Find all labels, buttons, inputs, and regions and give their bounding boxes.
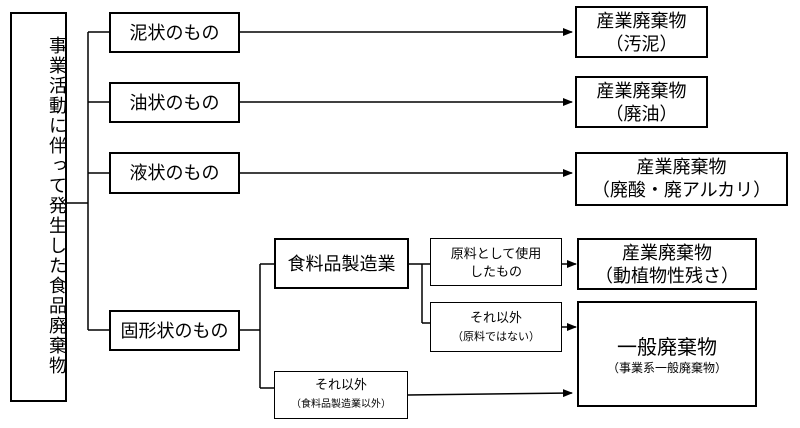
non-raw-material-line1: それ以外 — [469, 311, 522, 326]
raw-material-line1: 原料として使用 — [450, 247, 542, 262]
solid-other-box: それ以外 （食料品製造業以外） — [274, 371, 408, 419]
outcome-residue-line1: 産業廃棄物 — [622, 243, 712, 264]
outcome-residue-line2: （動植物性残さ） — [595, 266, 739, 287]
outcome-general-waste-line1: 一般廃棄物 — [617, 335, 717, 359]
category-solid-label: 固形状のもの — [120, 321, 229, 342]
category-oil-label: 油状のもの — [129, 93, 220, 114]
food-manufacturing-label: 食料品製造業 — [287, 254, 396, 275]
raw-material-box: 原料として使用 したもの — [430, 238, 562, 286]
category-liquid-box: 液状のもの — [109, 152, 240, 194]
food-manufacturing-box: 食料品製造業 — [274, 238, 409, 289]
outcome-sludge-line2: （汚泥） — [605, 34, 678, 55]
category-sludge-label: 泥状のもの — [129, 23, 220, 44]
outcome-acid-alkali-line2: （廃酸・廃アルカリ） — [591, 180, 772, 201]
non-raw-material-line2: （原料ではない） — [452, 330, 540, 343]
outcome-oil-box: 産業廃棄物 （廃油） — [575, 76, 708, 128]
root-label: 事業活動に伴って発生した食品廃棄物 — [46, 36, 67, 376]
outcome-sludge-box: 産業廃棄物 （汚泥） — [575, 6, 708, 58]
root-box: 事業活動に伴って発生した食品廃棄物 — [10, 12, 67, 402]
outcome-acid-alkali-line1: 産業廃棄物 — [636, 157, 727, 178]
non-raw-material-box: それ以外 （原料ではない） — [430, 302, 562, 352]
outcome-sludge-line1: 産業廃棄物 — [596, 11, 687, 32]
raw-material-line2: したもの — [469, 265, 522, 280]
solid-other-line1: それ以外 — [314, 378, 367, 393]
outcome-general-waste-box: 一般廃棄物 （事業系一般廃棄物） — [577, 301, 757, 407]
outcome-oil-line1: 産業廃棄物 — [596, 81, 687, 102]
outcome-general-waste-line2: （事業系一般廃棄物） — [606, 361, 727, 375]
category-solid-box: 固形状のもの — [109, 310, 240, 351]
outcome-acid-alkali-box: 産業廃棄物 （廃酸・廃アルカリ） — [575, 152, 788, 206]
outcome-residue-box: 産業廃棄物 （動植物性残さ） — [577, 238, 757, 290]
outcome-oil-line2: （廃油） — [605, 104, 678, 125]
category-oil-box: 油状のもの — [109, 82, 240, 123]
solid-other-line2: （食料品製造業以外） — [291, 399, 391, 410]
category-sludge-box: 泥状のもの — [109, 12, 240, 53]
category-liquid-label: 液状のもの — [129, 163, 220, 184]
